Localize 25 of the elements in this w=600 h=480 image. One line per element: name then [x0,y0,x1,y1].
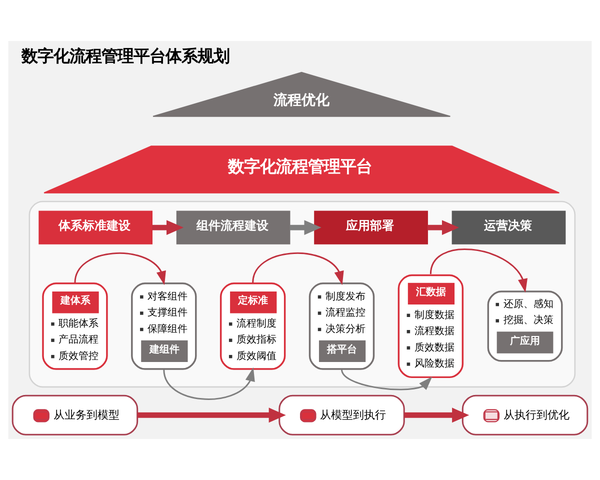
diagram-title: 数字化流程管理平台体系规划 [21,46,230,66]
node-box: 从模型到执行 [278,394,405,436]
node-box: 从业务到模型 [12,394,138,436]
arrow [138,408,286,423]
node-box: 组件流程建设 [176,210,290,244]
node-box: 应用部署 [314,210,428,244]
arrow [430,248,528,293]
arrow [163,367,255,400]
node-box: 对客组件 支撑组件 保障组件 建组件 [131,282,197,370]
arrow [428,220,460,235]
arrow [74,252,166,286]
arrow [290,220,322,235]
node-box: 汇数据 制度数据 流程数据 质效数据 风险数据 [398,274,464,378]
node-box: 定标准 流程制度 质效指标 质效阈值 [220,282,286,370]
node-box: 制度发布 流程监控 决策分析 搭平台 [308,282,375,370]
node-box: 还原、感知 挖掘、决策 广应用 [487,290,563,362]
arrow [152,220,184,235]
arrow [404,408,470,423]
node-box: 从执行到优化 [462,394,588,436]
arrow [252,252,344,286]
arrow [341,369,432,390]
node-box: 体系标准建设 [38,210,153,244]
cluster [28,200,576,388]
node-box: 运营决策 [452,210,566,244]
node-box: 建体系 职能体系 产品流程 质效管控 [42,282,108,370]
